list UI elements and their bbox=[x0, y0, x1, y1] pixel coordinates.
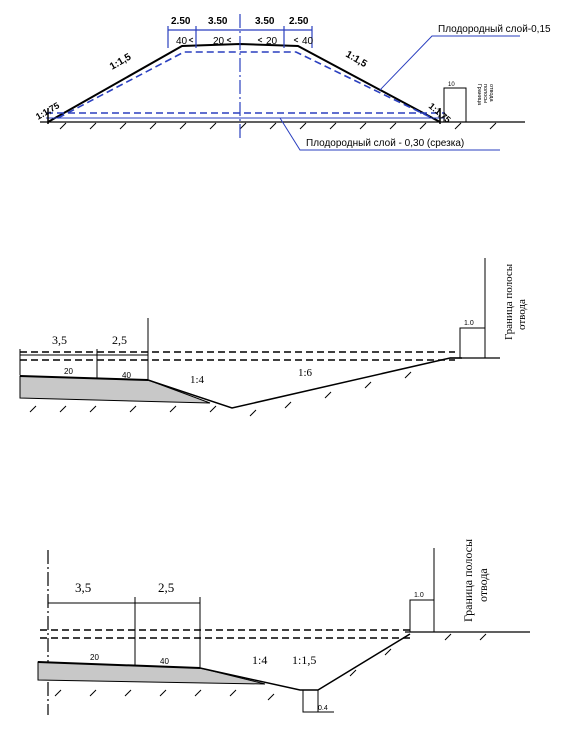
ground-hatching bbox=[29, 371, 412, 417]
width-shoulder: 2,5 bbox=[112, 333, 127, 347]
boundary-width: 1.0 bbox=[414, 592, 424, 599]
ditch-width-marker bbox=[302, 690, 334, 713]
pavement-surface bbox=[19, 375, 149, 381]
boundary-label-line1: Граница полосы bbox=[461, 539, 475, 622]
boundary-label: Граница полосы отвода bbox=[476, 84, 494, 107]
deep-cut-section: 3,5 2,5 20 40 1:4 1:1,5 0.4 1.0 Граница … bbox=[37, 536, 530, 715]
slope-shoulder-left: 40 bbox=[176, 36, 188, 47]
width-lane-right: 3.50 bbox=[255, 16, 275, 27]
width-lane-left: 3.50 bbox=[208, 16, 228, 27]
width-shoulder-left: 2.50 bbox=[171, 16, 191, 27]
crossfall-arrows-left bbox=[188, 37, 232, 43]
outer-slope-label: 1:1,5 bbox=[292, 653, 316, 667]
leader-topsoil-top bbox=[379, 35, 520, 91]
width-lane: 3,5 bbox=[52, 333, 67, 347]
boundary-label-line2: отвода bbox=[476, 568, 490, 602]
boundary-label-line2: полосы bbox=[482, 84, 488, 103]
width-dimensions bbox=[167, 26, 313, 48]
topsoil-contour bbox=[57, 51, 433, 119]
ditch-width-label: 0.4 bbox=[318, 705, 328, 712]
boundary-height: 10 bbox=[448, 82, 455, 88]
slope-shoulder: 40 bbox=[122, 371, 131, 380]
outer-slope-label: 1:6 bbox=[298, 367, 313, 379]
width-lane: 3,5 bbox=[75, 580, 91, 595]
embankment-outline bbox=[47, 42, 441, 123]
ground-hatching bbox=[59, 122, 497, 130]
boundary-post bbox=[409, 599, 435, 632]
pavement-surface bbox=[37, 661, 201, 669]
boundary-post bbox=[459, 327, 486, 358]
width-shoulder: 2,5 bbox=[158, 580, 174, 595]
ditch-profile bbox=[199, 633, 411, 691]
boundary-label-line3: отвода bbox=[488, 84, 494, 102]
boundary-label: Граница полосы отвода bbox=[461, 536, 490, 622]
slope-left-label: 1:1,5 bbox=[108, 51, 134, 72]
embankment-section: 2.50 3.50 3.50 2.50 40 20 20 40 1:1,5 1:… bbox=[34, 14, 551, 151]
slope-lane: 20 bbox=[64, 367, 73, 376]
ground-hatching bbox=[54, 633, 487, 701]
topsoil-top-label: Плодородный слой-0,15 bbox=[438, 24, 551, 35]
leader-topsoil-cut bbox=[279, 117, 500, 151]
slope-shoulder-right: 40 bbox=[302, 36, 314, 47]
boundary-marker bbox=[443, 87, 467, 122]
inner-slope-label: 1:4 bbox=[190, 374, 205, 386]
topsoil-cut-label: Плодородный слой - 0,30 (срезка) bbox=[306, 138, 464, 149]
crossfall-arrows-right bbox=[257, 37, 299, 43]
boundary-label-line2: отвода bbox=[516, 299, 528, 330]
slope-shoulder: 40 bbox=[160, 657, 169, 666]
boundary-width: 1.0 bbox=[464, 320, 474, 327]
boundary-label: Граница полосы отвода bbox=[503, 261, 528, 340]
slope-lane: 20 bbox=[90, 653, 99, 662]
inner-slope-label: 1:4 bbox=[252, 653, 267, 667]
pavement bbox=[19, 375, 211, 404]
shallow-cut-section: 3,5 2,5 20 40 1:4 1:6 1.0 Граница полосы… bbox=[19, 258, 528, 417]
slope-right-label: 1:1,5 bbox=[344, 49, 370, 70]
slope-lane-left: 20 bbox=[213, 36, 225, 47]
width-shoulder-right: 2.50 bbox=[289, 16, 309, 27]
boundary-label-line1: Граница полосы bbox=[503, 263, 515, 340]
boundary-label-line1: Граница bbox=[476, 84, 482, 106]
slope-lane-right: 20 bbox=[266, 36, 278, 47]
